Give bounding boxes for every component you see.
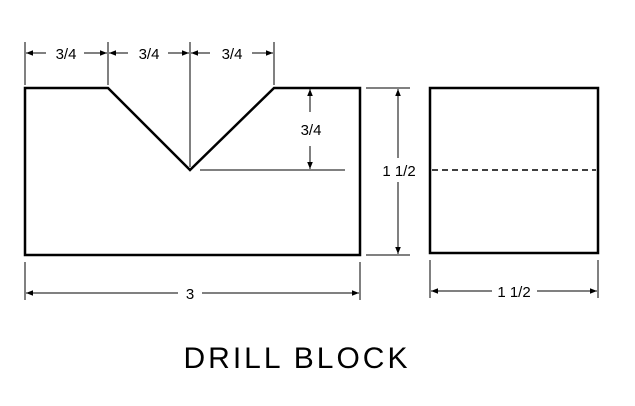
dim-label-notch-depth: 3/4 xyxy=(301,122,322,139)
dim-label-width: 3 xyxy=(186,286,194,303)
side-view: 1 1/2 xyxy=(428,86,600,301)
front-view-outline xyxy=(23,86,362,257)
dim-label-top-2: 3/4 xyxy=(139,46,160,63)
side-view-outline xyxy=(428,86,600,255)
dim-label-side-width: 1 1/2 xyxy=(497,284,530,301)
dim-label-height: 1 1/2 xyxy=(382,163,415,180)
front-view: 3/4 3/4 3/4 3/4 1 1/2 3 xyxy=(23,42,416,303)
drawing-title: DRILL BLOCK xyxy=(184,342,411,375)
dim-label-top-1: 3/4 xyxy=(56,46,77,63)
dim-label-top-3: 3/4 xyxy=(222,46,243,63)
